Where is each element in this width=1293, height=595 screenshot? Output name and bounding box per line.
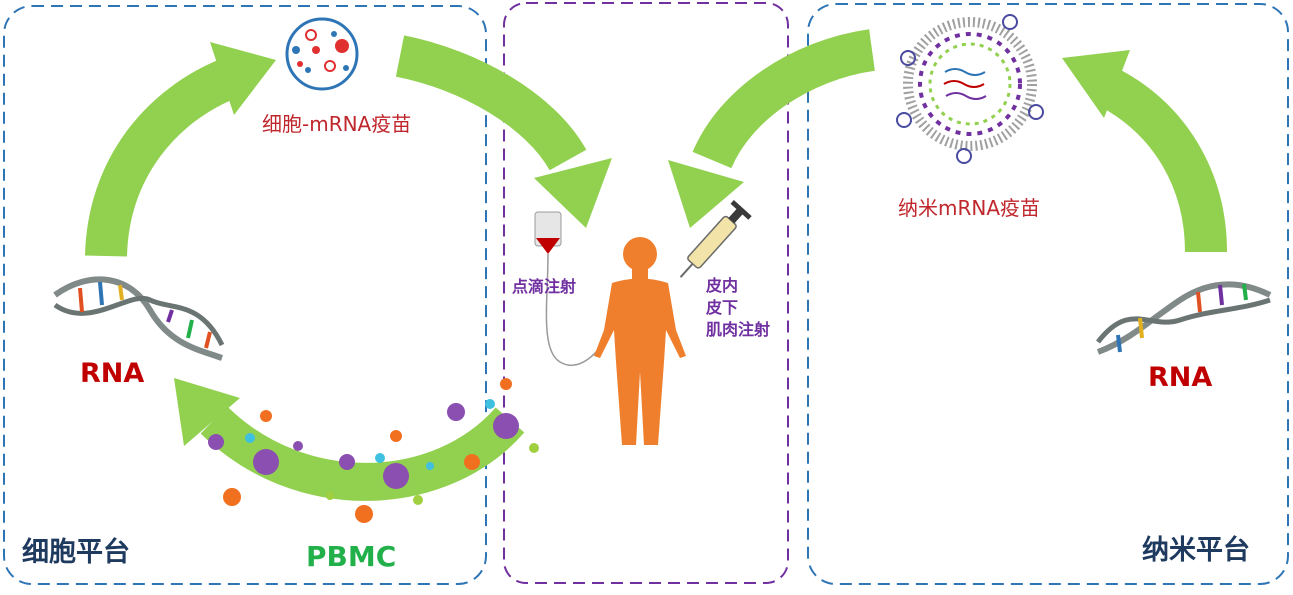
cell-vaccine-label: 细胞-mRNA疫苗 [262, 112, 412, 136]
injection-route-intramuscular: 肌肉注射 [706, 320, 771, 339]
injection-route-intradermal: 皮内 [706, 276, 739, 295]
rna-helix-icon-left [53, 276, 225, 361]
rna-label-left: RNA [80, 358, 145, 389]
nano-vaccine-label: 纳米mRNA疫苗 [898, 196, 1041, 220]
human-figure-icon [594, 237, 686, 445]
cell-platform-label: 细胞平台 [22, 537, 130, 568]
injection-route-subcutaneous: 皮下 [706, 298, 739, 317]
arrow-human-to-rna [174, 378, 525, 501]
arrow-cell-vaccine-to-human [395, 35, 612, 228]
syringe-icon [679, 200, 752, 278]
pbmc-cells-icon [208, 378, 539, 523]
rna-label-right: RNA [1148, 362, 1213, 393]
arrow-rna-to-cell-vaccine [85, 42, 276, 258]
pbmc-label: PBMC [306, 540, 397, 573]
arrow-nano-vaccine-to-human [668, 29, 876, 228]
nano-platform-label: 纳米平台 [1142, 535, 1250, 566]
nano-platform-panel [807, 3, 1289, 585]
lipid-nanoparticle-icon [896, 14, 1044, 164]
arrow-rna-to-nano-vaccine [1062, 50, 1227, 253]
cell-vaccine-icon [285, 17, 359, 91]
iv-route-label: 点滴注射 [512, 277, 577, 296]
injection-panel [503, 2, 789, 584]
rna-helix-icon-right [1096, 281, 1272, 355]
cell-platform-panel [3, 5, 487, 585]
